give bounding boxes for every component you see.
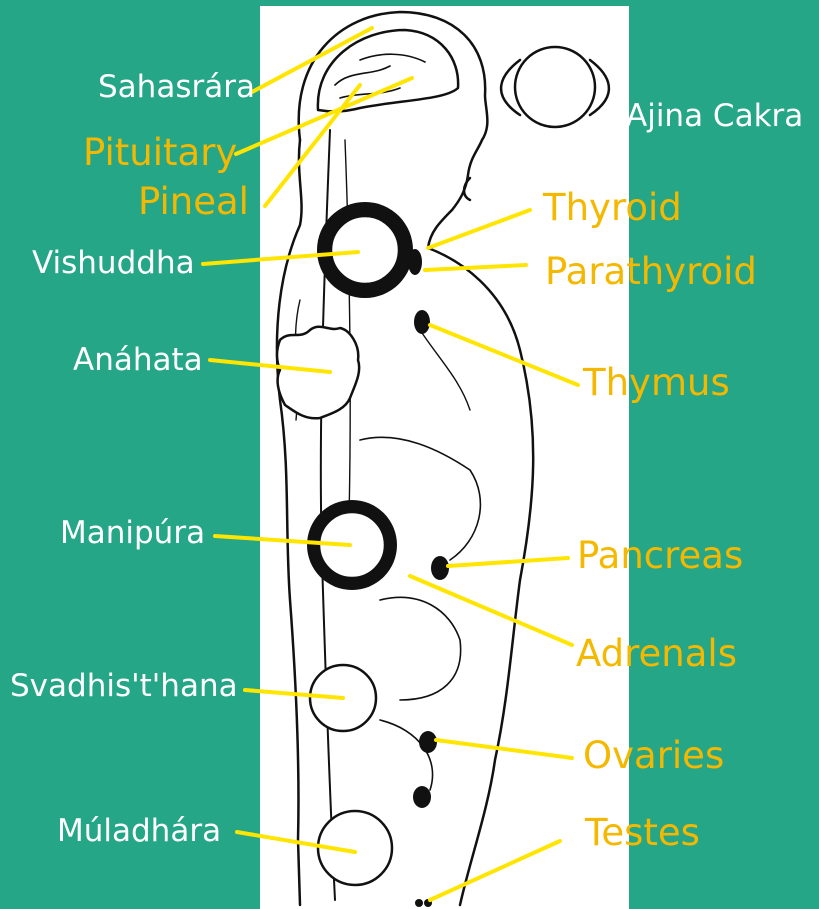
label-parathyroid: Parathyroid [545, 253, 757, 290]
label-manipura: Manipúra [60, 518, 205, 549]
leader-testes [430, 841, 560, 900]
body-outline [299, 12, 533, 905]
label-muladhara: Múladhára [57, 816, 221, 847]
label-pancreas: Pancreas [577, 537, 743, 574]
label-thymus: Thymus [583, 364, 730, 401]
label-thyroid: Thyroid [543, 189, 682, 226]
leader-adrenals [410, 576, 572, 645]
brain-outline [318, 30, 458, 111]
label-pineal: Pineal [138, 183, 249, 220]
label-testes: Testes [585, 814, 700, 851]
label-anahata: Anáhata [73, 345, 203, 376]
leader-pituitary [236, 78, 412, 154]
label-svadhisthana: Svadhis't'hana [10, 671, 238, 702]
label-pituitary: Pituitary [83, 134, 237, 171]
label-ovaries: Ovaries [583, 737, 724, 774]
label-ajina-cakra: Ajina Cakra [626, 101, 803, 132]
label-vishuddha: Vishuddha [32, 248, 195, 279]
vishuddha-chakra [317, 202, 413, 298]
leader-ovaries [436, 740, 572, 758]
testis-gland [413, 786, 431, 808]
thymus-gland [414, 310, 430, 334]
thyroid-gland [408, 249, 422, 275]
label-adrenals: Adrenals [576, 635, 737, 672]
ajina-eye [501, 47, 609, 127]
leader-sahasrara [252, 28, 372, 92]
pancreas-gland [431, 556, 449, 580]
ovary-gland [419, 731, 437, 753]
leader-thyroid [428, 210, 530, 248]
label-sahasrara: Sahasrára [98, 72, 255, 103]
neck-front [464, 178, 470, 200]
leader-parathyroid [425, 265, 526, 270]
leader-lines [203, 28, 578, 900]
leader-pancreas [448, 558, 568, 566]
